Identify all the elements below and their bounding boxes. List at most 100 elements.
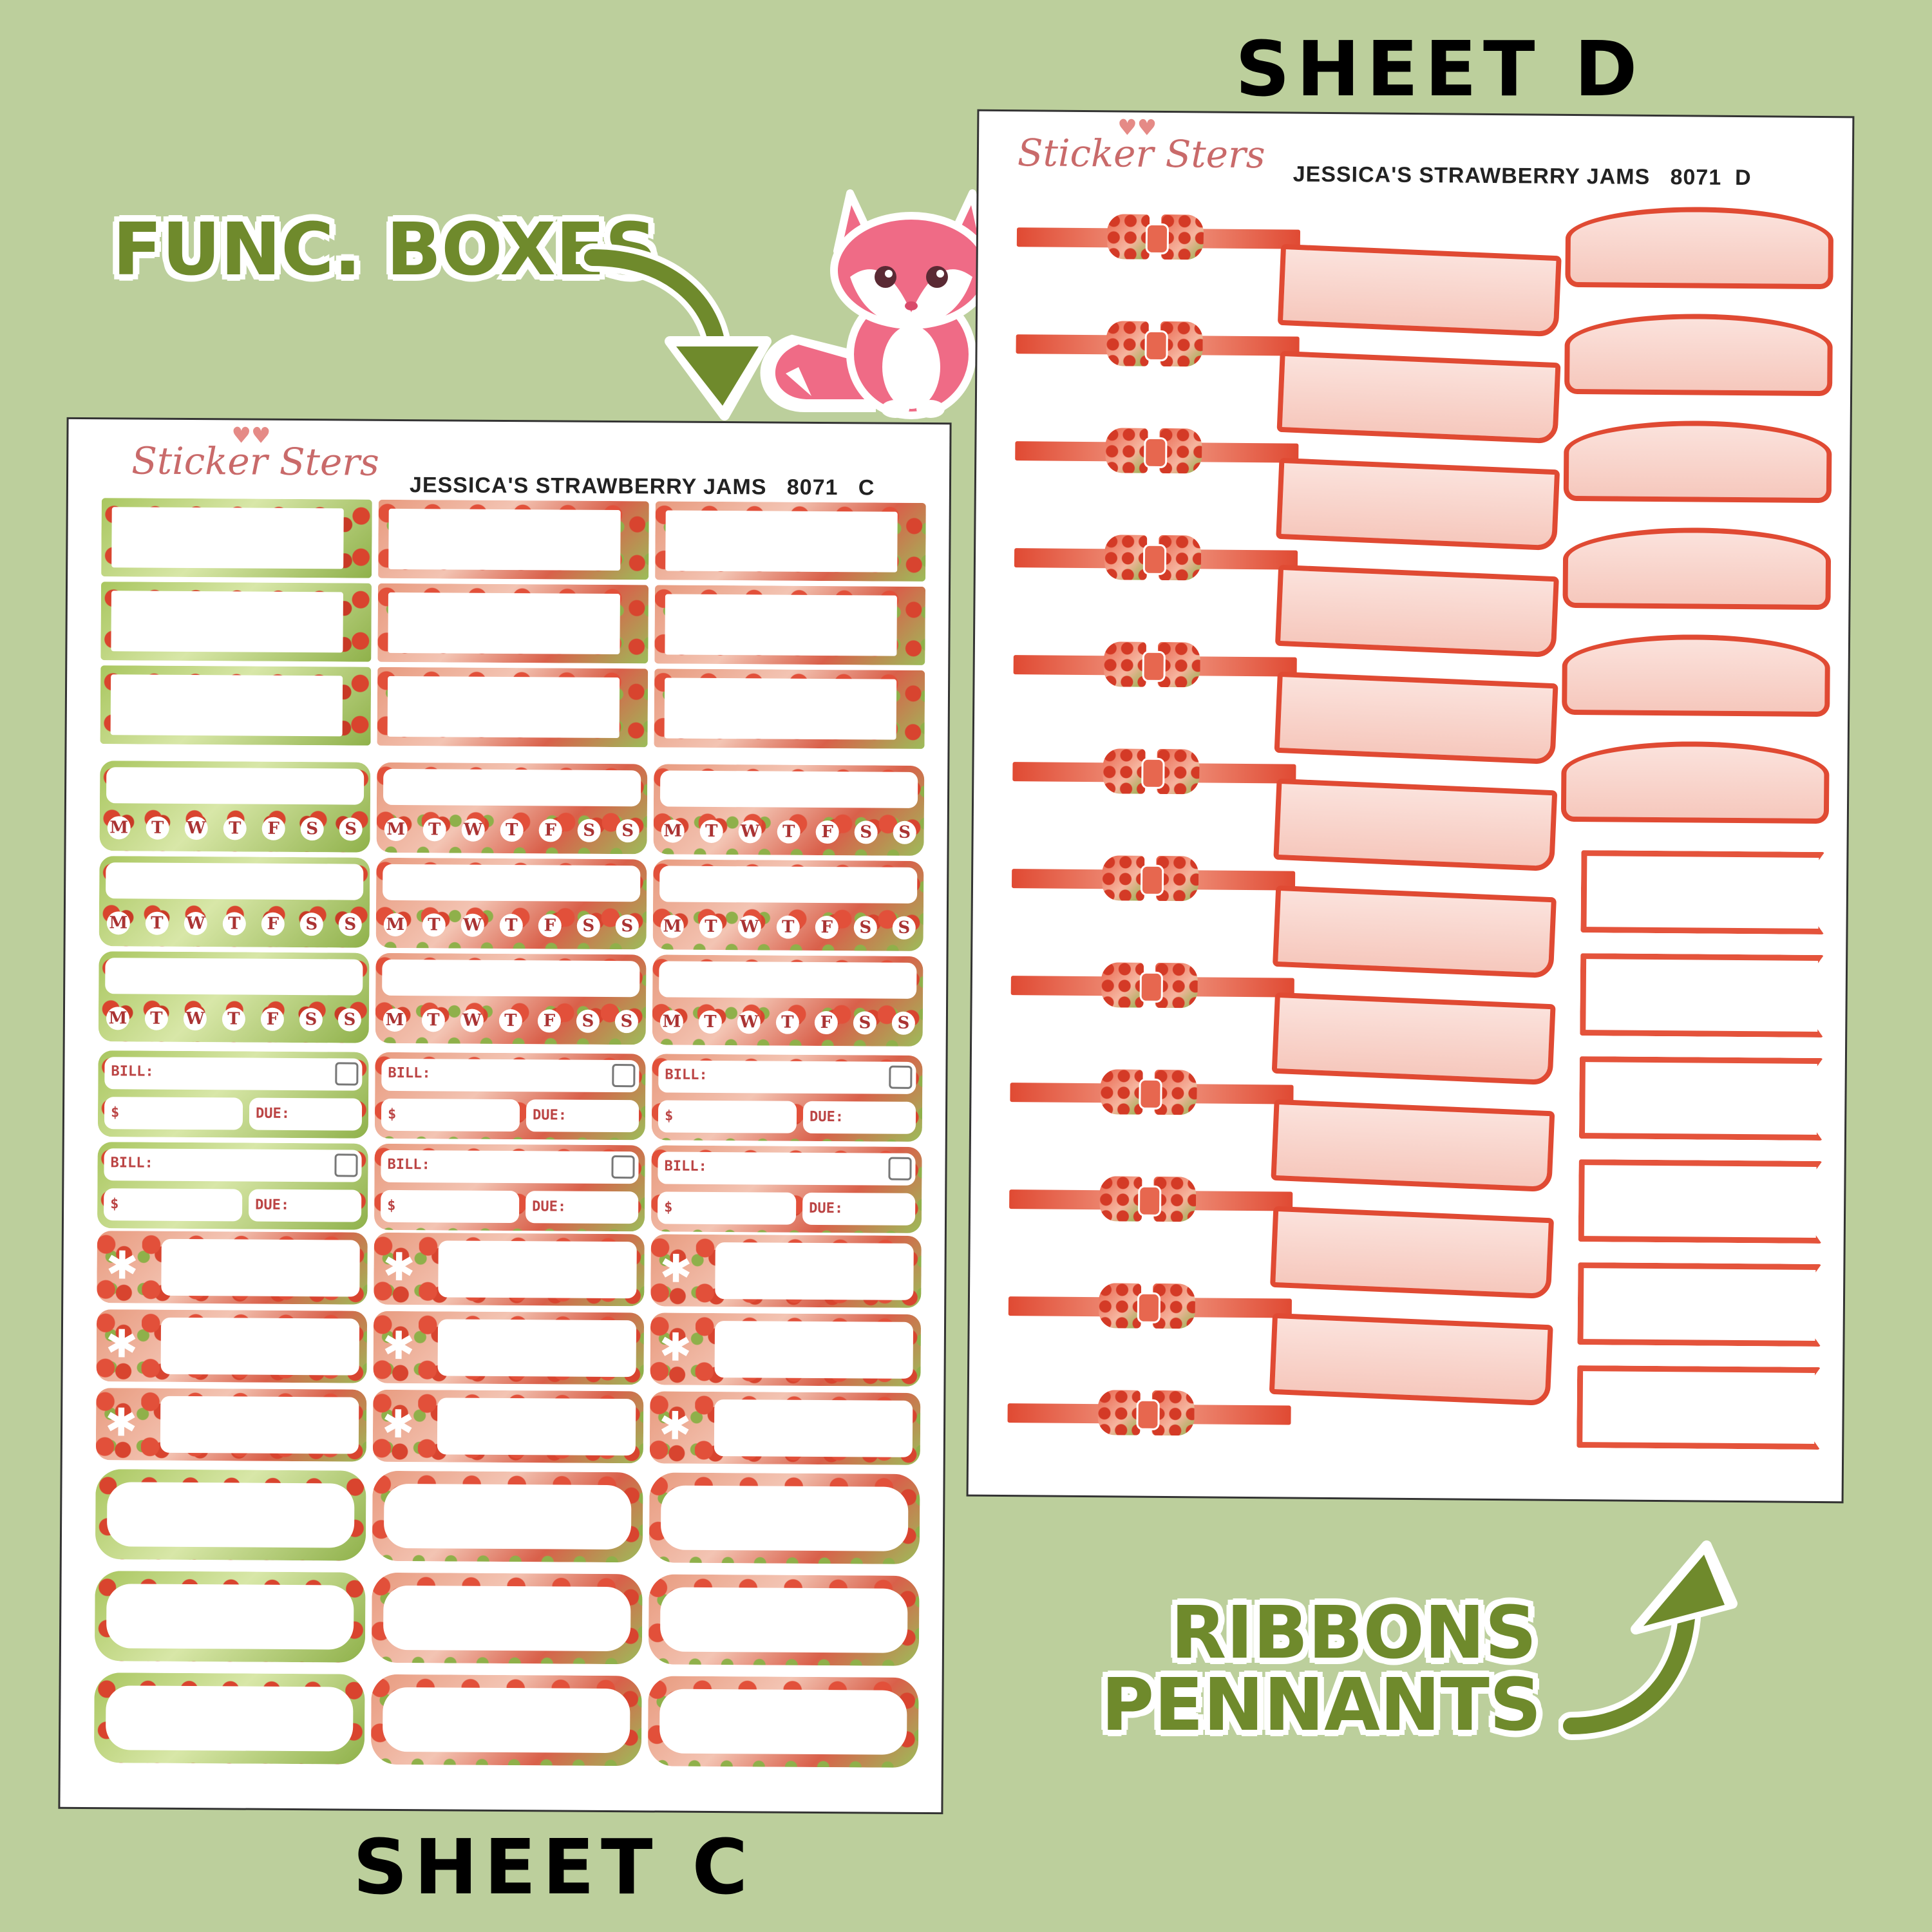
bow-knot: [1142, 650, 1166, 683]
writing-area: [438, 1240, 637, 1299]
writing-area: [383, 1585, 631, 1652]
weekday-1: T: [421, 1009, 446, 1032]
weekday-0: M: [384, 817, 408, 842]
curved-arrow-down-icon: [580, 243, 772, 421]
checkbox-icon[interactable]: [611, 1155, 635, 1179]
checkbox-icon[interactable]: [334, 1153, 358, 1177]
weekday-1: T: [699, 914, 723, 939]
weekday-5: S: [853, 1011, 877, 1035]
bill-tracker-sticker: BILL:$DUE:: [374, 1143, 645, 1232]
weekday-3: T: [776, 915, 800, 939]
weekday-4: F: [814, 1010, 838, 1035]
weekday-5: S: [577, 819, 601, 842]
pennant-sticker: [1579, 1056, 1823, 1141]
flower-box-sticker: ✱: [96, 1309, 368, 1383]
scallop-box-sticker: [371, 1572, 643, 1665]
writing-area: [106, 1482, 355, 1548]
weekday-0: M: [660, 914, 684, 938]
ribbons-callout-line2: PENNANTS: [1101, 1663, 1542, 1747]
banner-ribbon-sticker: [1272, 885, 1557, 979]
bill-tracker-sticker: BILL:$DUE:: [374, 1052, 646, 1141]
writing-area: [437, 1397, 636, 1456]
weekday-6: S: [338, 913, 362, 936]
weekday-6: S: [893, 820, 916, 844]
amount-area: [657, 1191, 797, 1225]
writing-area: [160, 1396, 359, 1454]
flag-box-sticker: [101, 498, 372, 578]
weekday-3: T: [222, 912, 246, 936]
banner-ribbon-sticker: [1271, 1099, 1555, 1193]
flag-box-sticker: [377, 583, 649, 664]
bill-tracker-sticker: BILL:$DUE:: [651, 1054, 923, 1142]
bow-lobe-left: [1103, 641, 1146, 687]
due-label: DUE:: [809, 1200, 844, 1217]
weekday-2: W: [460, 913, 484, 937]
writing-area: [105, 958, 363, 996]
bow-ribbon-sticker: [1009, 1170, 1293, 1243]
flag-box-sticker: [655, 501, 926, 582]
scallop-box-sticker: [647, 1676, 919, 1768]
flower-box-sticker: ✱: [649, 1391, 921, 1465]
weekday-5: S: [576, 1009, 600, 1033]
due-label: DUE:: [255, 1105, 290, 1122]
weekday-6: S: [337, 1008, 362, 1032]
weekday-5: S: [300, 817, 324, 841]
weekday-2: W: [184, 911, 207, 936]
writing-area: [714, 1399, 913, 1457]
writing-area: [383, 1483, 632, 1550]
bow-icon: [1097, 1385, 1195, 1443]
banner-ribbon-sticker: [1269, 1312, 1553, 1406]
flower-box-sticker: ✱: [373, 1311, 645, 1385]
weekday-0: M: [106, 1007, 130, 1030]
bow-ribbon-sticker: [1007, 1384, 1291, 1457]
bow-knot: [1139, 1078, 1162, 1110]
checkbox-icon[interactable]: [889, 1065, 913, 1089]
pennant-sticker: [1577, 1365, 1821, 1450]
checkbox-icon[interactable]: [612, 1064, 636, 1088]
writing-area: [665, 510, 898, 573]
dollar-label: $: [387, 1197, 396, 1214]
weekday-0: M: [106, 911, 130, 935]
arched-ribbon-sticker: [1560, 740, 1830, 824]
checkbox-icon[interactable]: [888, 1157, 912, 1180]
writing-area: [106, 767, 365, 805]
flag-box-sticker: [100, 665, 372, 746]
flower-icon: ✱: [659, 1247, 693, 1291]
arched-ribbon-sticker: [1562, 633, 1831, 717]
banner-ribbon-sticker: [1276, 457, 1560, 551]
amount-area: [380, 1189, 520, 1224]
weekday-5: S: [299, 913, 323, 936]
weekday-4: F: [261, 912, 285, 936]
bow-knot: [1144, 330, 1168, 362]
bow-knot: [1137, 1185, 1162, 1217]
bow-knot: [1141, 757, 1165, 790]
bow-lobe-left: [1100, 1069, 1143, 1115]
weekday-0: M: [107, 816, 131, 840]
writing-area: [659, 866, 918, 904]
bow-icon: [1101, 850, 1199, 909]
weekday-6: S: [616, 819, 639, 843]
weekday-3: T: [499, 913, 523, 938]
weekday-3: T: [222, 1007, 246, 1031]
bill-tracker-sticker: BILL:$DUE:: [97, 1050, 369, 1139]
writing-area: [383, 864, 641, 902]
bow-knot: [1137, 1292, 1161, 1323]
flower-box-sticker: ✱: [374, 1232, 645, 1307]
weekday-4: F: [538, 914, 562, 938]
bow-lobe-left: [1105, 428, 1148, 473]
bow-lobe-left: [1099, 1176, 1142, 1222]
pennant-sticker: [1580, 953, 1824, 1037]
weekday-0: M: [659, 1010, 684, 1034]
scallop-box-sticker: [93, 1672, 365, 1765]
bow-icon: [1103, 636, 1200, 695]
weekday-4: F: [538, 819, 562, 842]
checkbox-icon[interactable]: [335, 1062, 359, 1086]
